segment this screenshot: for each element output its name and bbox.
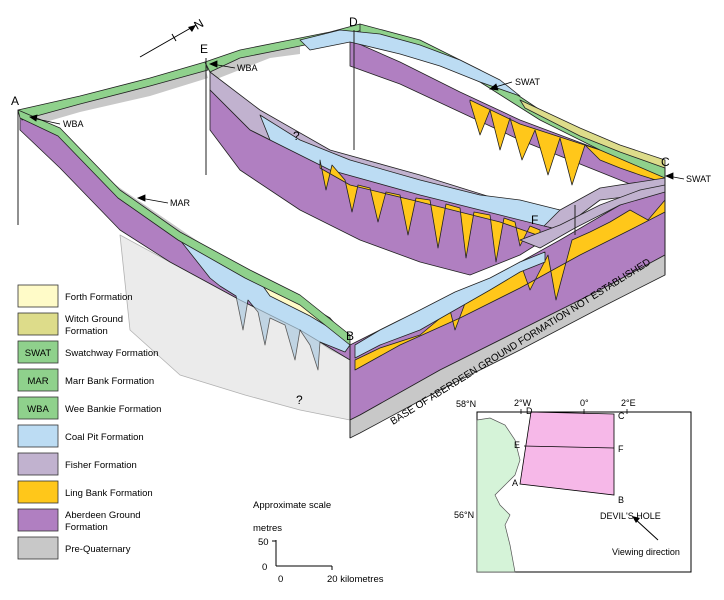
legend-swatch	[17, 396, 59, 420]
legend-label: Fisher Formation	[65, 460, 137, 471]
legend-swatch	[17, 536, 59, 560]
scale-h-max: 20 kilometres	[327, 574, 384, 585]
inner-face-aberdeen	[209, 89, 561, 276]
legend-code: WBA	[27, 404, 49, 415]
viewing-direction-arrow	[633, 517, 659, 541]
scale-v-max: 50	[258, 537, 269, 548]
callout-wba-e: WBA	[237, 63, 258, 73]
inset-label-d: D	[526, 406, 533, 416]
legend-label: Coal Pit Formation	[65, 432, 144, 443]
legend-label: Wee Bankie Formation	[65, 404, 161, 415]
base-slab-front	[119, 234, 351, 421]
north-label: N	[192, 16, 207, 32]
legend-label-line2: Formation	[65, 326, 108, 337]
legend-item: Forth Formation	[17, 284, 133, 308]
shadow-e-d	[208, 44, 300, 80]
callout-swat-top: SWAT	[515, 77, 540, 87]
legend-swatch	[17, 452, 59, 476]
legend-item: SWAT Swatchway Formation	[17, 340, 158, 364]
legend-label: Pre-Quaternary	[65, 544, 131, 555]
legend-swatch	[17, 480, 59, 504]
unknown-mark: ?	[296, 393, 303, 407]
legend-swatch	[17, 340, 59, 364]
legend-swatch	[17, 424, 59, 448]
legend-code: MAR	[27, 376, 48, 387]
legend-swatch	[17, 368, 59, 392]
legend-item: WBA Wee Bankie Formation	[17, 396, 161, 420]
inset-box	[519, 411, 615, 496]
legend-label: Witch Ground	[65, 314, 123, 325]
legend-swatch	[17, 312, 59, 336]
section-label-f: F	[531, 213, 538, 227]
inset-label-b: B	[618, 495, 624, 505]
section-label-b: B	[346, 329, 354, 343]
legend-label-line2: Formation	[65, 522, 108, 533]
scale-vertical-unit: metres	[253, 523, 282, 534]
top-band-a-e	[17, 61, 209, 121]
block-diagram	[17, 23, 666, 439]
north-arrow: N	[139, 16, 207, 58]
legend-label: Swatchway Formation	[65, 348, 158, 359]
inset-view-label: Viewing direction	[612, 547, 680, 557]
inset-map: 58°N 56°N 2°W 0° 2°E D C E F A B DEVIL'S…	[454, 398, 692, 573]
legend-label: Aberdeen Ground	[65, 510, 141, 521]
legend-swatch	[17, 508, 59, 532]
inset-lon-w: 2°W	[514, 398, 532, 408]
section-label-d: D	[349, 15, 358, 29]
scale-title: Approximate scale	[253, 500, 331, 511]
legend-item: Coal Pit Formation	[17, 424, 144, 448]
inset-place: DEVIL'S HOLE	[600, 511, 661, 521]
inset-lat-top: 58°N	[456, 399, 476, 409]
callout-swat-c: SWAT	[686, 174, 711, 184]
inset-lon-0: 0°	[580, 398, 589, 408]
callout-wba-a: WBA	[63, 119, 84, 129]
section-label-e: E	[200, 42, 208, 56]
inset-label-c: C	[618, 411, 625, 421]
callouts	[29, 60, 685, 204]
inset-label-a: A	[512, 478, 518, 488]
top-band-coalpit-top	[299, 29, 521, 97]
legend-swatch	[17, 284, 59, 308]
legend-item: Pre-Quaternary	[17, 536, 131, 560]
legend-item: Fisher Formation	[17, 452, 137, 476]
legend-label: Marr Bank Formation	[65, 376, 154, 387]
legend-label: Forth Formation	[65, 292, 133, 303]
legend-label: Ling Bank Formation	[65, 488, 153, 499]
inset-label-e: E	[514, 440, 520, 450]
inset-lon-e: 2°E	[621, 398, 636, 408]
scale-bar: Approximate scale metres 50 0 0 20 kilom…	[253, 500, 384, 585]
legend-item: Ling Bank Formation	[17, 480, 153, 504]
unknown-mark-2: ?	[293, 129, 300, 143]
face-b-c-ling	[354, 199, 666, 371]
scale-h-zero: 0	[278, 574, 283, 585]
face-b-c-coalpit	[354, 251, 546, 359]
inset-lat-bottom: 56°N	[454, 510, 474, 520]
inset-label-f: F	[618, 444, 624, 454]
inset-land	[476, 417, 521, 573]
section-label-c: C	[661, 155, 670, 169]
legend-item: MAR Marr Bank Formation	[17, 368, 154, 392]
callout-mar: MAR	[170, 198, 191, 208]
legend-code: SWAT	[25, 348, 52, 359]
section-label-a: A	[11, 94, 19, 108]
scale-v-zero: 0	[262, 562, 267, 573]
